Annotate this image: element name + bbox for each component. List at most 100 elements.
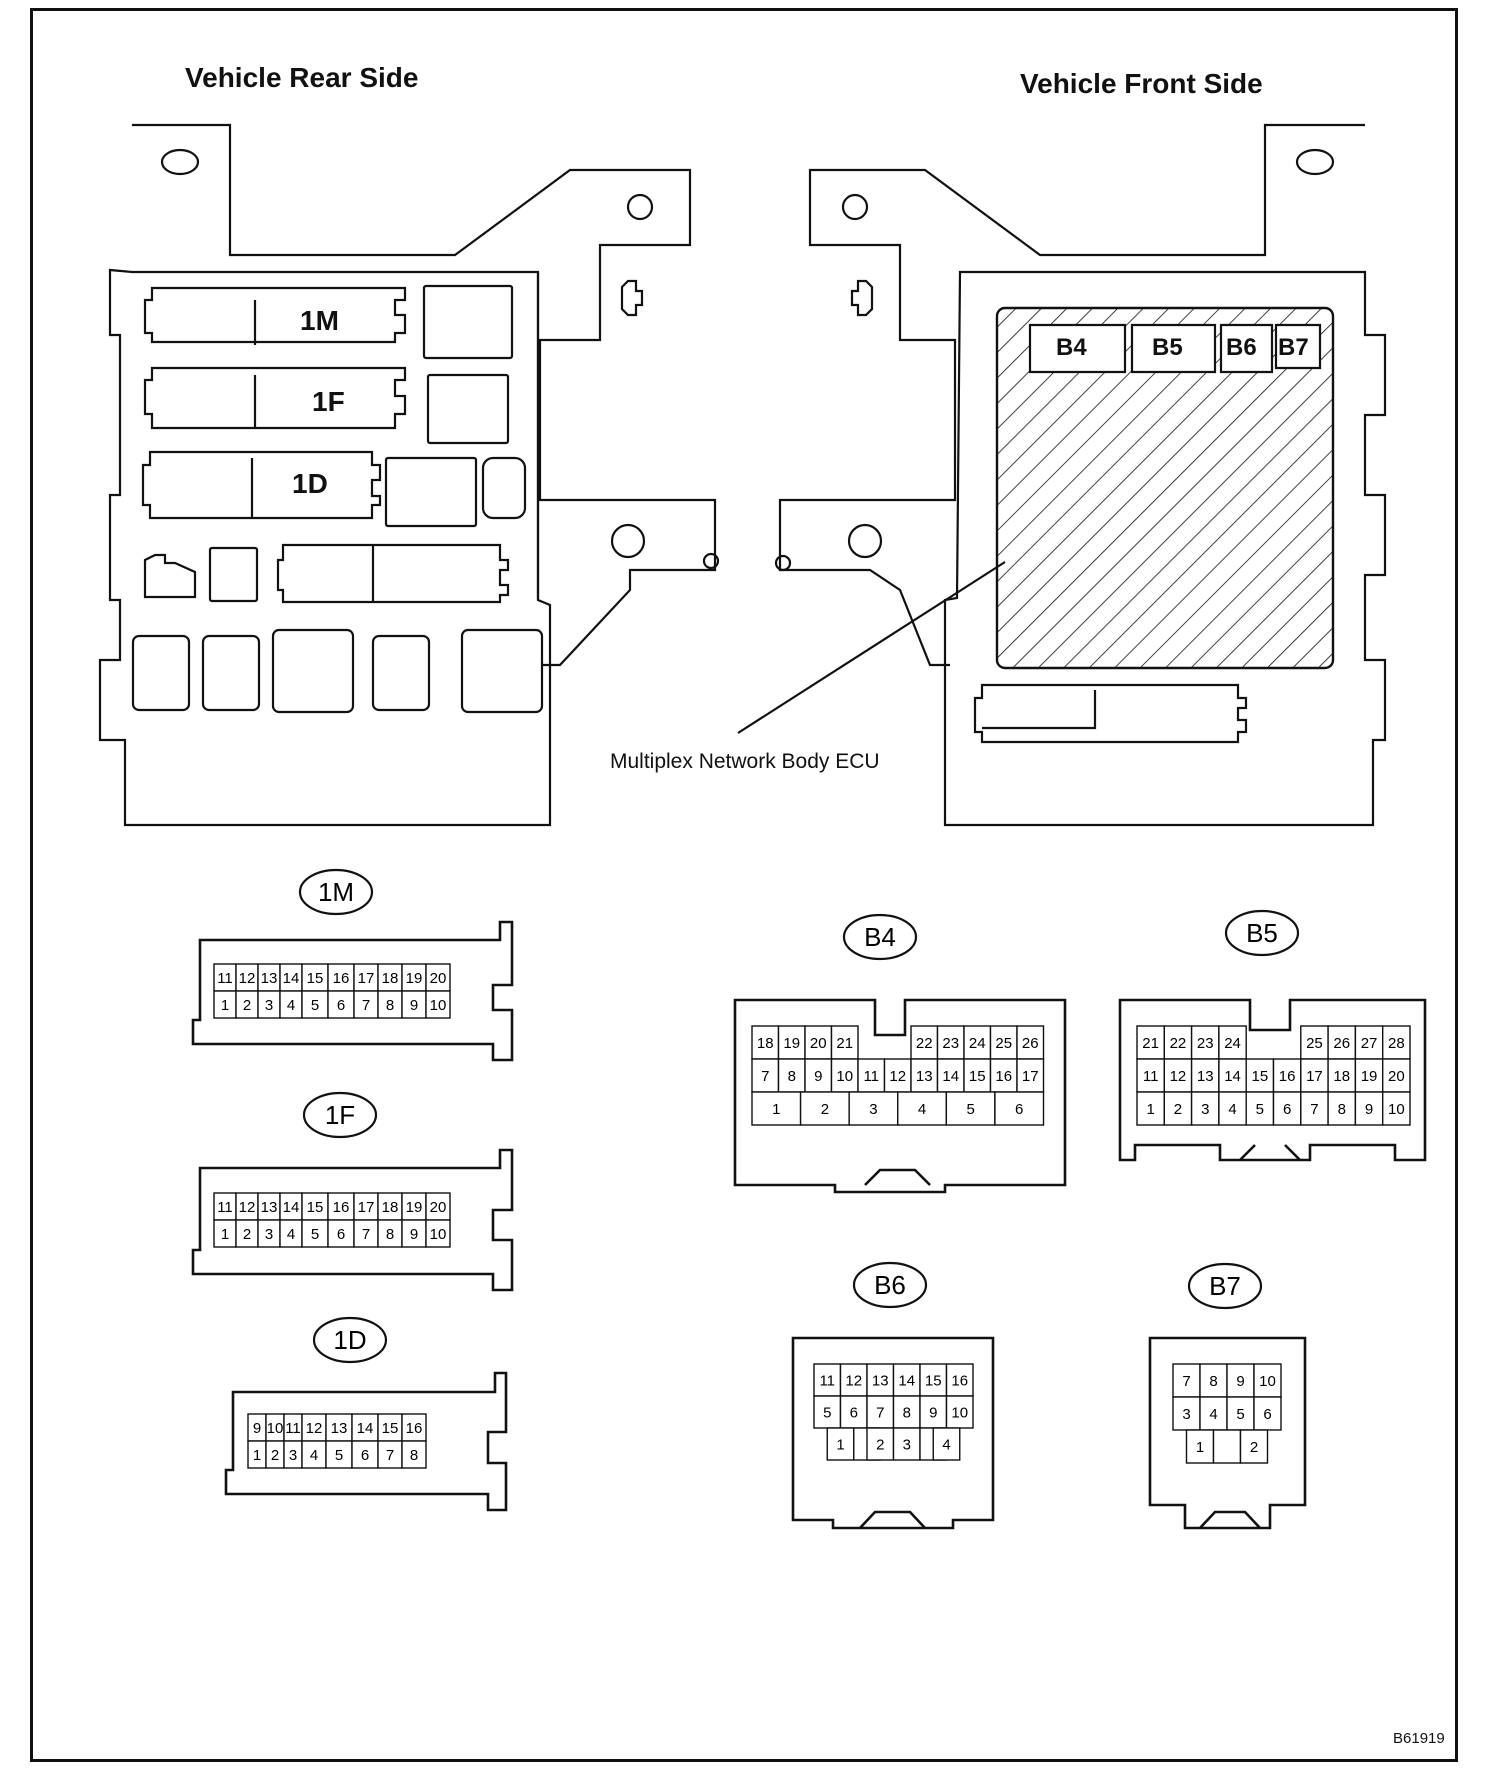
pin-number: 26	[1022, 1035, 1039, 1052]
pin-number: 26	[1333, 1035, 1350, 1052]
pin-number: 19	[1361, 1068, 1378, 1085]
front-box-outline	[943, 270, 1387, 827]
pin-cell	[945, 1363, 974, 1397]
block-label-1d: 1D	[292, 468, 328, 499]
pin-number: 16	[333, 970, 350, 987]
pin-number: 7	[876, 1404, 884, 1421]
pin-number: 1	[836, 1436, 844, 1453]
rear-bracket-outline	[132, 123, 717, 667]
pin-number: 9	[929, 1404, 937, 1421]
pin-number: 4	[918, 1101, 926, 1118]
pin-number: 1	[221, 1226, 229, 1243]
pin-number: 16	[995, 1068, 1012, 1085]
pin-cell	[401, 1440, 427, 1469]
connector-label: 1D	[333, 1325, 366, 1355]
pin-number: 17	[1306, 1068, 1323, 1085]
pin-number: 2	[243, 1226, 251, 1243]
diagram-frame	[30, 8, 1458, 1762]
pin-cell	[401, 1192, 427, 1221]
pin-number: 25	[995, 1035, 1012, 1052]
rear-fuse-3	[271, 628, 355, 714]
pin-number: 3	[265, 997, 273, 1014]
pin-number: 8	[386, 1226, 394, 1243]
pin-number: 11	[863, 1068, 879, 1085]
rear-relay-1	[422, 284, 514, 360]
pin-cell	[377, 1440, 403, 1469]
ecu-connector-b5-shape	[1130, 323, 1217, 374]
pin-number: 10	[267, 1420, 284, 1437]
pin-cell	[1226, 1363, 1255, 1398]
pin-number: 1	[772, 1101, 780, 1118]
connector-label-ellipse	[302, 1091, 378, 1139]
pin-cell	[401, 990, 427, 1019]
pin-number: 15	[969, 1068, 986, 1085]
rear-fuse-5	[460, 628, 544, 714]
pin-cell	[883, 1058, 912, 1093]
pin-number: 18	[1333, 1068, 1350, 1085]
pin-cell	[1163, 1091, 1193, 1126]
pin-number: 18	[382, 1199, 399, 1216]
pin-number: 12	[306, 1420, 323, 1437]
pin-cell	[777, 1058, 806, 1093]
pin-cell	[892, 1363, 921, 1397]
connector-label: 1F	[325, 1100, 355, 1130]
pin-cell	[994, 1091, 1045, 1126]
pin-cell	[866, 1395, 895, 1429]
pin-cell	[1016, 1025, 1045, 1060]
pin-cell	[1212, 1429, 1242, 1464]
pin-number: 6	[361, 1447, 369, 1464]
pin-number: 10	[836, 1068, 853, 1085]
pin-number: 3	[903, 1436, 911, 1453]
pin-cell	[1136, 1058, 1165, 1093]
pin-number: 13	[261, 970, 278, 987]
pin-number: 16	[333, 1199, 350, 1216]
pin-number: 19	[783, 1035, 800, 1052]
pin-number: 6	[337, 997, 345, 1014]
pin-cell	[1218, 1091, 1247, 1126]
pin-number: 1	[221, 997, 229, 1014]
pin-cell	[1190, 1091, 1220, 1126]
pin-cell	[830, 1025, 859, 1060]
pin-cell	[945, 1091, 996, 1126]
pin-number: 11	[217, 970, 233, 987]
pin-number: 11	[217, 1199, 233, 1216]
connector-label: B6	[874, 1270, 906, 1300]
pin-number: 15	[1252, 1068, 1269, 1085]
rear-mount-hole-mid	[610, 523, 646, 559]
pin-number: 12	[889, 1068, 906, 1085]
pin-number: 2	[876, 1436, 884, 1453]
pin-cell	[897, 1091, 948, 1126]
pin-number: 9	[410, 1226, 418, 1243]
pin-cell	[325, 1413, 353, 1442]
pin-cell	[1253, 1396, 1282, 1431]
pin-number: 10	[430, 997, 447, 1014]
pin-cell	[813, 1363, 842, 1397]
pin-number: 5	[335, 1447, 343, 1464]
rear-relay-2	[426, 373, 510, 445]
pin-number: 8	[410, 1447, 418, 1464]
pin-number: 5	[1236, 1406, 1244, 1423]
pin-cell	[301, 1219, 329, 1248]
pin-number: 7	[362, 1226, 370, 1243]
pin-cell	[1381, 1091, 1411, 1126]
pin-number: 19	[406, 970, 423, 987]
pin-number: 11	[819, 1372, 835, 1389]
pin-number: 24	[1224, 1035, 1241, 1052]
pin-number: 20	[1388, 1068, 1405, 1085]
connector-label: B5	[1246, 918, 1278, 948]
pin-number: 25	[1306, 1035, 1323, 1052]
pin-number: 12	[239, 970, 256, 987]
pin-number: 13	[1197, 1068, 1214, 1085]
pin-number: 12	[1170, 1068, 1187, 1085]
pin-cell	[1354, 1025, 1384, 1060]
pin-cell	[425, 1219, 451, 1248]
ecu-hatched-area	[995, 306, 1335, 670]
rear-relay-3	[384, 456, 478, 528]
front-ecu	[737, 306, 1335, 744]
rear-small-fuse	[143, 553, 197, 599]
front-mount-hole-mid	[847, 523, 883, 559]
pin-number: 4	[1209, 1406, 1217, 1423]
